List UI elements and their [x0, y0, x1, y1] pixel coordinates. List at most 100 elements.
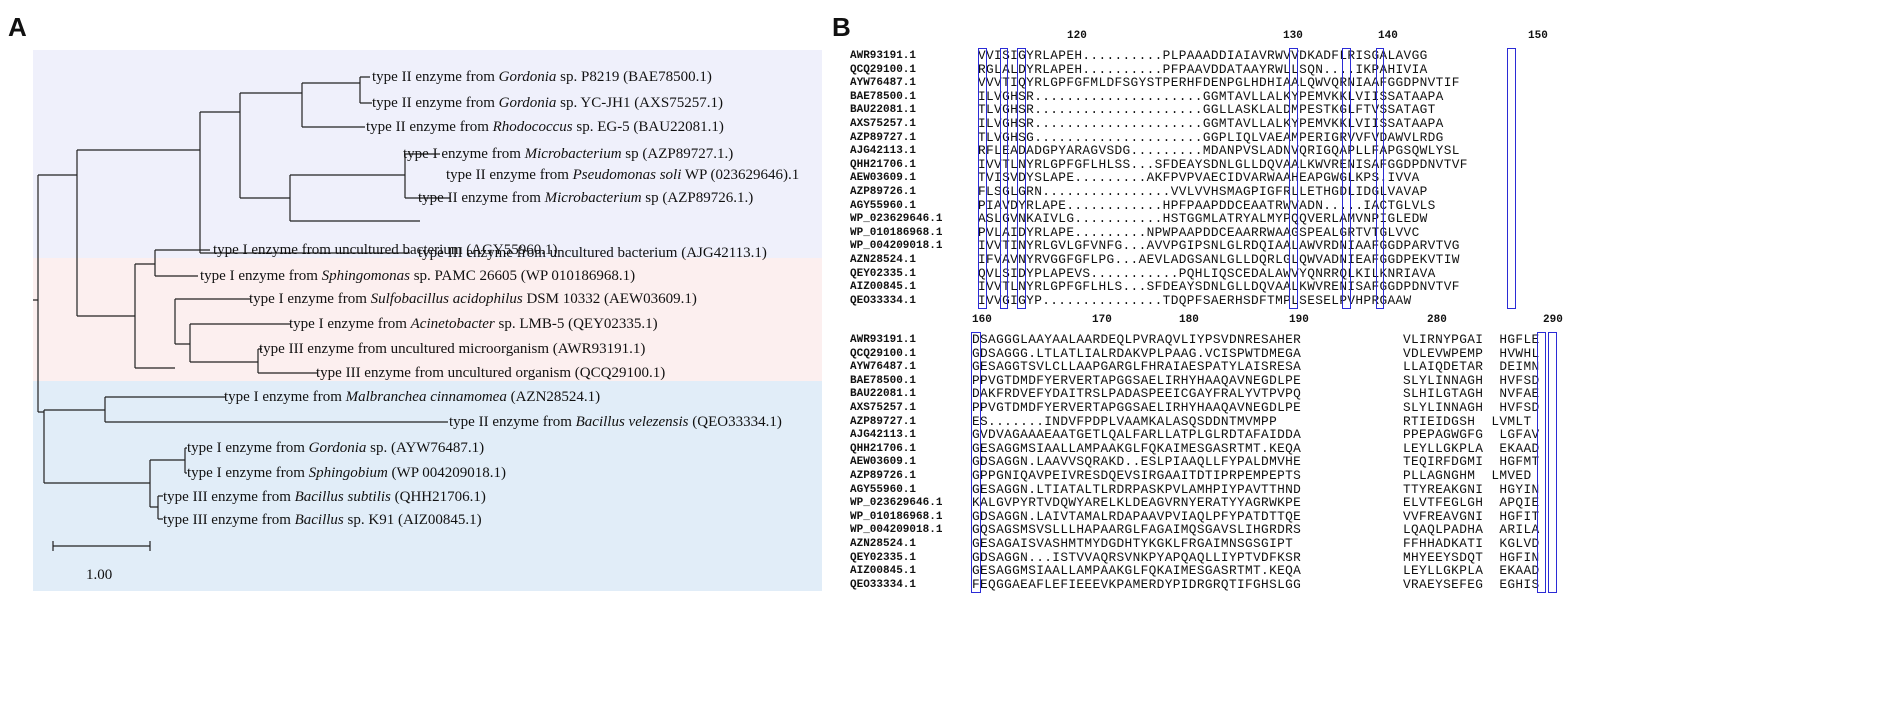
sequence-id: BAE78500.1	[850, 374, 917, 387]
sequence-residues: GQSAGSMSVSLLLHAPAARGLFAGAIMQSGAVSLIHGRDR…	[972, 522, 1302, 538]
sequence-residues: FLSGLGRN................VVLVVHSMAGPIGFRL…	[978, 184, 1428, 199]
sequence-id: QHH21706.1	[850, 158, 917, 171]
sequence-id: QEY02335.1	[850, 267, 917, 280]
sequence-residues: PPVGTDMDFYERVERTAPGGSAELIRHYHAAQAVNEGDLP…	[972, 372, 1302, 388]
sequence-id: AZN28524.1	[850, 538, 917, 550]
sequence-id: QHH21706.1	[850, 442, 917, 455]
sequence-residues-2: VDLEVWPEMP HVWHL	[1403, 345, 1540, 361]
sequence-residues: GESAGGMSIAALLAMPAAKGLFQKAIMESGASRTMT.KEQ…	[972, 563, 1302, 579]
tree-leaf-9: type I enzyme from Sphingomonas sp. PAMC…	[200, 268, 636, 284]
sequence-residues: TLVGHSG.....................GGPLIQLVAEAM…	[978, 129, 1444, 145]
sequence-residues-2: LEYLLGKPLA EKAAD	[1403, 440, 1540, 456]
sequence-id: WP_004209018.1	[850, 524, 943, 537]
sequence-residues-2: VRAEYSEFEG EGHIS	[1403, 576, 1540, 592]
tree-leaf-11: type I enzyme from Acinetobacter sp. LMB…	[289, 316, 658, 332]
conservation-box	[978, 48, 987, 310]
sequence-residues-2: VVFREAVGNI HGFIT	[1403, 508, 1540, 524]
sequence-id: BAU22081.1	[850, 104, 917, 117]
sequence-id: AXS75257.1	[850, 402, 917, 414]
conservation-box	[1548, 332, 1557, 594]
sequence-residues-2: PLLAGNGHM LMVED	[1403, 468, 1532, 483]
sequence-id: WP_010186968.1	[850, 226, 943, 239]
ruler-number: 140	[1378, 30, 1398, 42]
sequence-residues-2: MHYEEYSDQT HGFIN	[1403, 549, 1540, 565]
scale-bar-label: 1.00	[86, 567, 113, 583]
sequence-residues: IVVTINYRLGVLGFVNFG...AVVPGIPSNLGLRDQIAAL…	[978, 238, 1460, 254]
tree-leaf-18: type III enzyme from Bacillus subtilis (…	[163, 489, 486, 505]
sequence-id: AEW03609.1	[850, 456, 917, 469]
scale-bar	[52, 541, 151, 551]
tree-leaf-6: type II enzyme from Microbacterium sp (A…	[418, 190, 754, 206]
sequence-residues: GDSAGGG.LTLATLIALRDAKVPLPAAG.VCISPWTDMEG…	[972, 345, 1302, 361]
conservation-box	[1000, 48, 1008, 310]
sequence-residues: ES.......INDVFPDPLVAAMKALASQSDDNTMVMPP	[972, 413, 1278, 429]
sequence-residues: FEQGGAEAFLEFIEEEVKPAMERDYPIDRGRQTIFGHSLG…	[972, 576, 1302, 592]
sequence-id: AEW03609.1	[850, 172, 917, 185]
tree-leaf-8: type I enzyme from uncultured bacterium …	[213, 242, 558, 258]
sequence-residues-2: SLHILGTAGH NVFAE	[1403, 386, 1540, 402]
sequence-id: AZP89726.1	[850, 186, 917, 198]
tree-leaf-5: type II enzyme from Pseudomonas soli WP …	[446, 167, 800, 183]
sequence-residues: RGLALDYRLAPEH..........PFPAAVDDATAAYRWLL…	[978, 61, 1428, 77]
panel-label-b: B	[832, 12, 851, 42]
sequence-id: AJG42113.1	[850, 145, 917, 158]
sequence-residues-2: VLIRNYPGAI HGFLE	[1403, 332, 1540, 347]
sequence-residues: ILVGHSR.....................GGMTAVLLALKY…	[978, 116, 1444, 131]
sequence-id: AZN28524.1	[850, 254, 917, 266]
sequence-residues: GVDVAGAAAEAATGETLQALFARLLATPLGLRDTAFAIDD…	[972, 427, 1302, 443]
ruler-number: 150	[1528, 30, 1548, 42]
sequence-id: AZP89727.1	[850, 131, 917, 144]
sequence-residues: GDSAGGN...ISTVVAQRSVNKPYAPQAQLLIYPTVDFKS…	[972, 549, 1302, 565]
tree-leaf-10: type I enzyme from Sulfobacillus acidoph…	[249, 291, 697, 307]
tree-leaf-14: type I enzyme from Malbranchea cinnamome…	[224, 389, 601, 405]
sequence-residues: VVISIGYRLAPEH..........PLPAAADDIAIAVRWVV…	[978, 48, 1428, 63]
sequence-id: AZP89726.1	[850, 470, 917, 482]
sequence-id: QCQ29100.1	[850, 347, 917, 360]
sequence-id: AZP89727.1	[850, 415, 917, 428]
sequence-residues: IVVTLNYRLGPFGFLHLSS...SFDEAYSDNLGLLDQVAA…	[978, 156, 1468, 172]
conservation-box	[1537, 332, 1546, 594]
tree-leaf-17: type I enzyme from Sphingobium (WP 00420…	[187, 465, 506, 481]
sequence-id: QCQ29100.1	[850, 63, 917, 76]
conservation-box	[1376, 48, 1384, 310]
conservation-box	[1507, 48, 1516, 310]
sequence-id: AYW76487.1	[850, 361, 917, 374]
sequence-residues-2: TTYREAKGNI HGYIN	[1403, 481, 1540, 497]
sequence-id: AIZ00845.1	[850, 281, 917, 294]
sequence-residues-2: FFHHADKATI KGLVD	[1403, 536, 1540, 551]
sequence-id: AGY55960.1	[850, 199, 917, 212]
sequence-id: AIZ00845.1	[850, 565, 917, 578]
sequence-residues: IVVGIGYP...............TDQPFSAERHSDFTMPL…	[978, 292, 1412, 308]
tree-leaf-7: type III enzyme from uncultured bacteriu…	[418, 245, 767, 261]
sequence-residues: PVLAIDYRLAPE.........NPWPAAPDDCEAARRWAAG…	[978, 224, 1420, 240]
ruler-number: 120	[1067, 30, 1087, 42]
sequence-id: BAE78500.1	[850, 90, 917, 103]
sequence-residues-2: LEYLLGKPLA EKAAD	[1403, 563, 1540, 579]
conservation-box	[971, 332, 981, 594]
sequence-residues-2: PPEPAGWGFG LGFAV	[1403, 427, 1540, 443]
sequence-residues: GDSAGGN.LAIVTAMALRDAPAAVPVIAQLPFYPATDTTQ…	[972, 508, 1302, 524]
sequence-residues-2: SLYLINNAGH HVFSD	[1403, 400, 1540, 415]
sequence-id: AXS75257.1	[850, 118, 917, 130]
sequence-residues-2: LQAQLPADHA ARILA	[1403, 522, 1540, 538]
sequence-residues: VVVTIQYRLGPFGFMLDFSGYSTPERHFDENPGLHDHIAA…	[978, 75, 1460, 91]
sequence-residues-2: ELVTFEGLGH APQIE	[1403, 495, 1540, 511]
conservation-box	[1289, 48, 1298, 310]
tree-leaf-15: type II enzyme from Bacillus velezensis …	[449, 414, 782, 430]
sequence-id: AWR93191.1	[850, 50, 917, 62]
sequence-residues: DSAGGGLAAYAALAARDEQLPVRAQVLIYPSVDNRESAHE…	[972, 332, 1302, 347]
sequence-residues-2: TEQIRFDGMI HGFMT	[1403, 454, 1540, 470]
conservation-box	[1342, 48, 1351, 310]
sequence-residues: TVISVDYSLAPE.........AKFPVPVAECIDVARWAAH…	[978, 170, 1420, 186]
ruler-number: 280	[1427, 314, 1447, 326]
sequence-id: QEO33334.1	[850, 294, 917, 307]
panel-label-a: A	[8, 12, 27, 42]
ruler-number: 130	[1283, 30, 1303, 42]
tree-branches	[33, 76, 450, 520]
sequence-residues: IVVTLNYRLGPFGFLHLS...SFDEAYSDNLGLLDQVAAL…	[978, 279, 1460, 295]
sequence-residues: PPVGTDMDFYERVERTAPGGSAELIRHYHAAQAVNEGDLP…	[972, 400, 1302, 415]
tree-leaf-12: type III enzyme from uncultured microorg…	[259, 341, 646, 357]
sequence-residues: GESAGGMSIAALLAMPAAKGLFQKAIMESGASRTMT.KEQ…	[972, 440, 1302, 456]
sequence-residues: GPPGNIQAVPEIVRESDQEVSIRGAAITDTIPRPEMPEPT…	[972, 468, 1302, 483]
sequence-residues: GESAGGTSVLCLLAAPGARGLFHRAIAESPATYLAISRES…	[972, 359, 1302, 375]
